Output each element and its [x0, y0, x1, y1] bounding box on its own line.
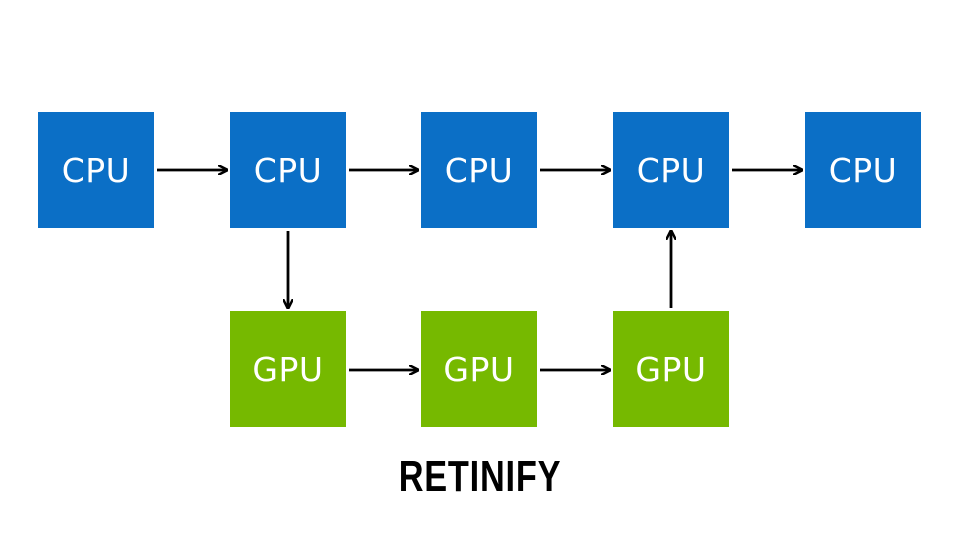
gpu-node-2: GPU: [421, 311, 537, 427]
cpu-node-2: CPU: [230, 112, 346, 228]
retinify-logo-text: RETINIFY: [398, 452, 562, 501]
cpu-node-3: CPU: [421, 112, 537, 228]
gpu-node-1: GPU: [230, 311, 346, 427]
cpu-node-5: CPU: [805, 112, 921, 228]
cpu-node-1: CPU: [38, 112, 154, 228]
cpu-node-4: CPU: [613, 112, 729, 228]
gpu-node-3: GPU: [613, 311, 729, 427]
